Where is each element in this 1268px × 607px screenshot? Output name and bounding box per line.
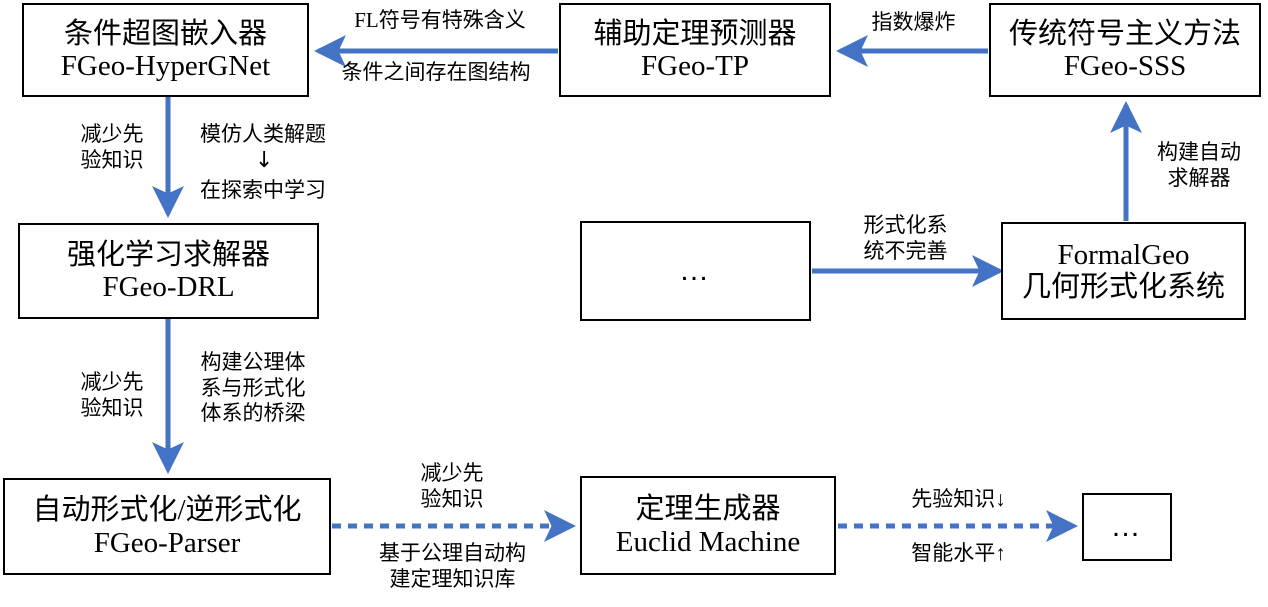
node-euclid-line2: Euclid Machine xyxy=(615,525,801,558)
down-arrow-icon: ↓ xyxy=(255,148,274,173)
edge-label-euclid-to-ellipsis2-bottom: 智能水平↑ xyxy=(911,541,1006,565)
edge-label-drl-to-parser-left: 减少先 验知识 xyxy=(80,370,144,420)
node-parser-line1: 自动形式化/逆形式化 xyxy=(32,494,302,527)
node-ellipsis-1-label: … xyxy=(679,254,712,288)
edge-label-ellipsis1-to-formalgeo: 形式化系 统不完善 xyxy=(863,213,948,263)
node-tp-line1: 辅助定理预测器 xyxy=(593,17,797,50)
edge-label-tp-to-hypergnet-below: 条件之间存在图结构 xyxy=(341,60,531,84)
node-drl-line1: 强化学习求解器 xyxy=(66,238,270,271)
node-ellipsis-2[interactable]: … xyxy=(1082,493,1172,561)
node-sss[interactable]: 传统符号主义方法 FGeo-SSS xyxy=(989,3,1261,97)
edge-label-drl-to-parser-right: 构建公理体 系与形式化 体系的桥梁 xyxy=(200,350,306,426)
node-tp-line2: FGeo-TP xyxy=(641,50,749,82)
node-euclid[interactable]: 定理生成器 Euclid Machine xyxy=(580,476,836,575)
node-sss-line1: 传统符号主义方法 xyxy=(1008,17,1241,50)
node-formalgeo-line2: 几何形式化系统 xyxy=(1021,271,1225,303)
edge-label-formalgeo-to-sss: 构建自动 求解器 xyxy=(1157,140,1241,190)
node-drl[interactable]: 强化学习求解器 FGeo-DRL xyxy=(18,223,319,319)
edge-label-tp-to-hypergnet-above: FL符号有特殊含义 xyxy=(354,8,526,32)
node-euclid-line1: 定理生成器 xyxy=(635,493,781,526)
node-tp[interactable]: 辅助定理预测器 FGeo-TP xyxy=(559,3,831,97)
node-ellipsis-2-label: … xyxy=(1110,510,1144,544)
node-ellipsis-1[interactable]: … xyxy=(580,221,811,321)
edge-label-euclid-to-ellipsis2-top: 先验知识↓ xyxy=(911,487,1006,511)
node-drl-line2: FGeo-DRL xyxy=(102,271,235,303)
node-parser[interactable]: 自动形式化/逆形式化 FGeo-Parser xyxy=(3,478,331,575)
edge-label-hypergnet-to-drl-right-top: 模仿人类解题 xyxy=(200,122,326,146)
edge-label-hypergnet-to-drl-right-bottom: 在探索中学习 xyxy=(200,178,326,202)
edge-label-hypergnet-to-drl-left: 减少先 验知识 xyxy=(80,122,144,172)
node-formalgeo[interactable]: FormalGeo 几何形式化系统 xyxy=(1001,222,1246,320)
edge-label-sss-to-tp: 指数爆炸 xyxy=(871,10,956,34)
node-parser-line2: FGeo-Parser xyxy=(93,526,241,559)
node-hypergnet-line2: FGeo-HyperGNet xyxy=(60,50,271,82)
node-hypergnet[interactable]: 条件超图嵌入器 FGeo-HyperGNet xyxy=(22,3,309,97)
node-hypergnet-line1: 条件超图嵌入器 xyxy=(63,17,267,50)
edge-label-parser-to-euclid-bottom: 基于公理自动构 建定理知识库 xyxy=(379,541,526,591)
node-sss-line2: FGeo-SSS xyxy=(1063,50,1187,82)
node-formalgeo-line1: FormalGeo xyxy=(1057,238,1190,271)
edge-label-parser-to-euclid-top: 减少先 验知识 xyxy=(420,461,484,511)
